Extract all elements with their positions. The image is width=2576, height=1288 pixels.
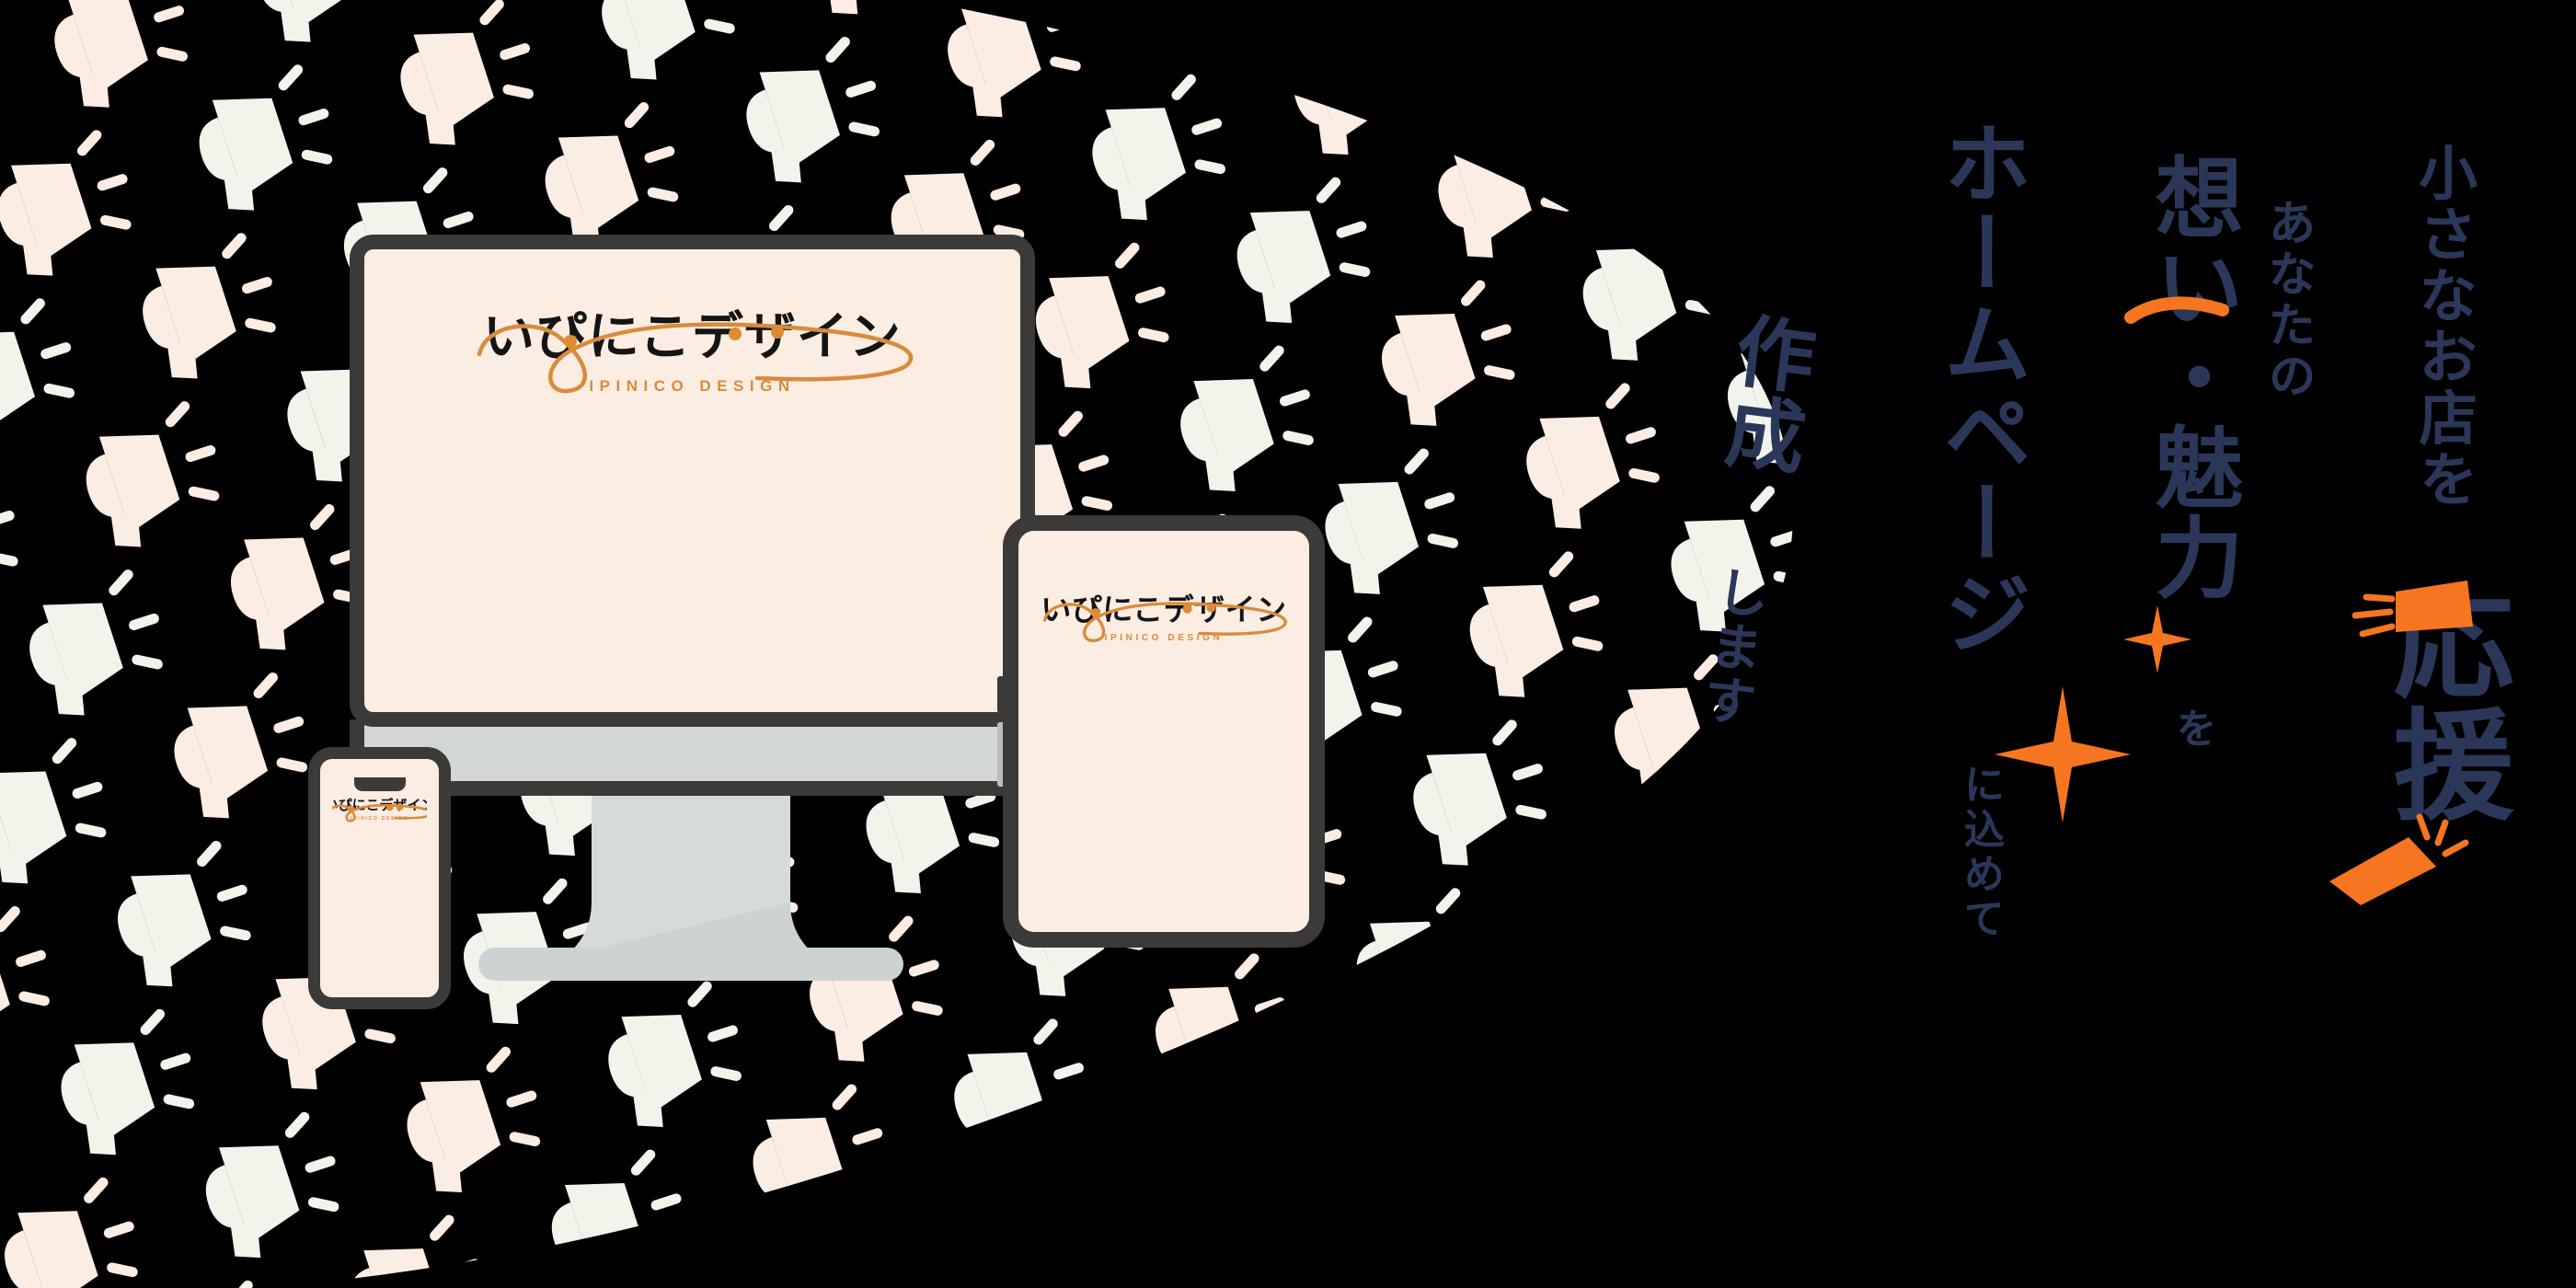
headline-shimasu: します [1692,561,1773,731]
logo-tagline: IPINICO DESIGN [589,377,796,395]
monitor-chin [350,719,1035,796]
headline-column-4: ホームページ に込めて [1928,118,2031,942]
monitor-bezel: いぴにこデザイン IPINICO DESIGN [350,235,1035,727]
headline-column-1: 小さなお店を 応援 [2373,143,2513,824]
headline-homepage: ホームページ [1928,118,2031,659]
headline-column-2: あなたの [2260,198,2315,403]
headline-nikomete: に込めて [1957,763,2004,942]
logo-tagline: IPINICO DESIGN [351,816,408,822]
smartphone-device: いぴにこデザイン IPINICO DESIGN [308,747,451,1009]
tablet-bezel: いぴにこデザイン IPINICO DESIGN [1003,515,1325,948]
logo-wordmark: いぴにこデザイン [332,797,427,813]
headline-omoi-miryoku: 想い・魅力 [2140,152,2243,603]
phone-screen: いぴにこデザイン IPINICO DESIGN [332,771,427,985]
desktop-monitor: いぴにこデザイン IPINICO DESIGN [350,235,1035,981]
brand-logo-phone: いぴにこデザイン IPINICO DESIGN [332,799,427,830]
monitor-stand-base [478,948,903,981]
tablet-screen: いぴにこデザイン IPINICO DESIGN [1034,546,1294,916]
logo-wordmark: いぴにこデザイン [483,307,902,367]
monitor-stand-neck [566,794,816,964]
brand-logo-monitor: いぴにこデザイン IPINICO DESIGN [454,312,932,413]
monitor-screen: いぴにこデザイン IPINICO DESIGN [379,264,1006,697]
tablet-device: いぴにこデザイン IPINICO DESIGN [997,515,1325,948]
brand-logo-tablet: いぴにこデザイン IPINICO DESIGN [1034,594,1294,655]
phone-bezel: いぴにこデザイン IPINICO DESIGN [308,747,451,1009]
logo-tagline: IPINICO DESIGN [1104,633,1224,643]
tablet-button-power[interactable] [997,676,1006,713]
logo-wordmark: いぴにこデザイン [1041,592,1287,627]
tablet-button-volume[interactable] [997,722,1006,787]
phone-notch [353,777,406,791]
headline-emphasis-ouen: 応援 [2373,580,2513,824]
headline-lead-text: 小さなお店を [2409,143,2477,511]
headline-anatano: あなたの [2260,198,2315,403]
headline-column-3: 想い・魅力 を [2140,152,2243,753]
headline-particle-wo: を [2168,707,2215,753]
